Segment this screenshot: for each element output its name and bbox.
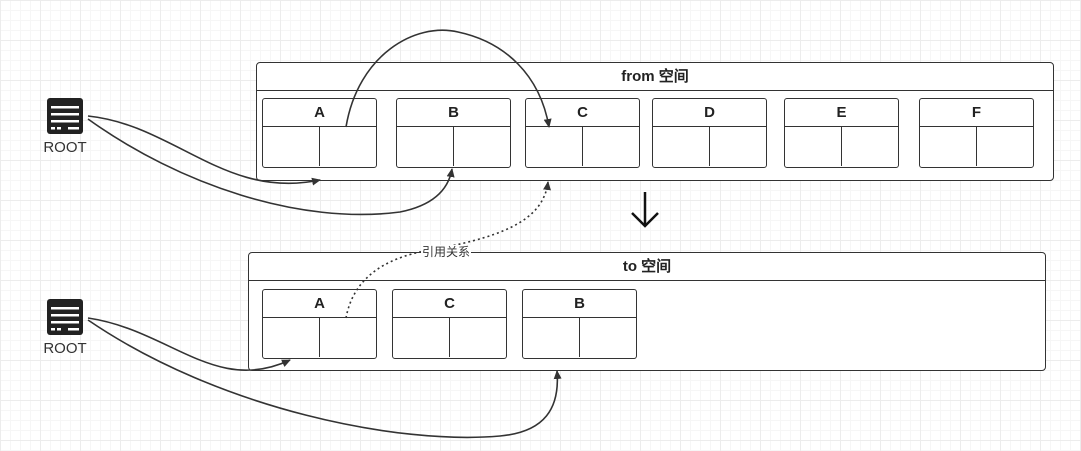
server-icon	[47, 98, 83, 134]
object-field	[920, 127, 976, 166]
object-field	[319, 318, 376, 357]
object-field	[582, 127, 639, 166]
to-object-b[interactable]: B	[522, 289, 637, 359]
object-label: C	[393, 290, 506, 318]
object-label: D	[653, 99, 766, 127]
from-object-f[interactable]: F	[919, 98, 1034, 168]
object-label: B	[397, 99, 510, 127]
object-label: F	[920, 99, 1033, 127]
from-object-a[interactable]: A	[262, 98, 377, 168]
object-field	[449, 318, 506, 357]
from-space-title: from 空间	[257, 63, 1053, 91]
from-object-d[interactable]: D	[652, 98, 767, 168]
object-label: B	[523, 290, 636, 318]
object-field	[653, 127, 709, 166]
object-field	[709, 127, 766, 166]
to-object-c[interactable]: C	[392, 289, 507, 359]
edge-label-reference: 引用关系	[421, 245, 472, 259]
object-field	[579, 318, 636, 357]
root-top[interactable]: ROOT	[30, 97, 100, 156]
object-field	[263, 127, 319, 166]
server-icon	[47, 299, 83, 335]
object-field	[397, 127, 453, 166]
root-bottom[interactable]: ROOT	[30, 298, 100, 357]
object-field	[523, 318, 579, 357]
to-space-title: to 空间	[249, 253, 1045, 281]
root-label: ROOT	[43, 340, 87, 357]
from-object-e[interactable]: E	[784, 98, 899, 168]
object-label: E	[785, 99, 898, 127]
to-object-a[interactable]: A	[262, 289, 377, 359]
object-field	[453, 127, 510, 166]
object-field	[526, 127, 582, 166]
object-field	[319, 127, 376, 166]
root-label: ROOT	[43, 139, 87, 156]
arrow-down-icon	[631, 192, 659, 228]
object-field	[841, 127, 898, 166]
object-field	[393, 318, 449, 357]
from-object-b[interactable]: B	[396, 98, 511, 168]
from-object-c[interactable]: C	[525, 98, 640, 168]
object-field	[785, 127, 841, 166]
object-field	[976, 127, 1033, 166]
object-label: C	[526, 99, 639, 127]
object-label: A	[263, 290, 376, 318]
object-label: A	[263, 99, 376, 127]
object-field	[263, 318, 319, 357]
